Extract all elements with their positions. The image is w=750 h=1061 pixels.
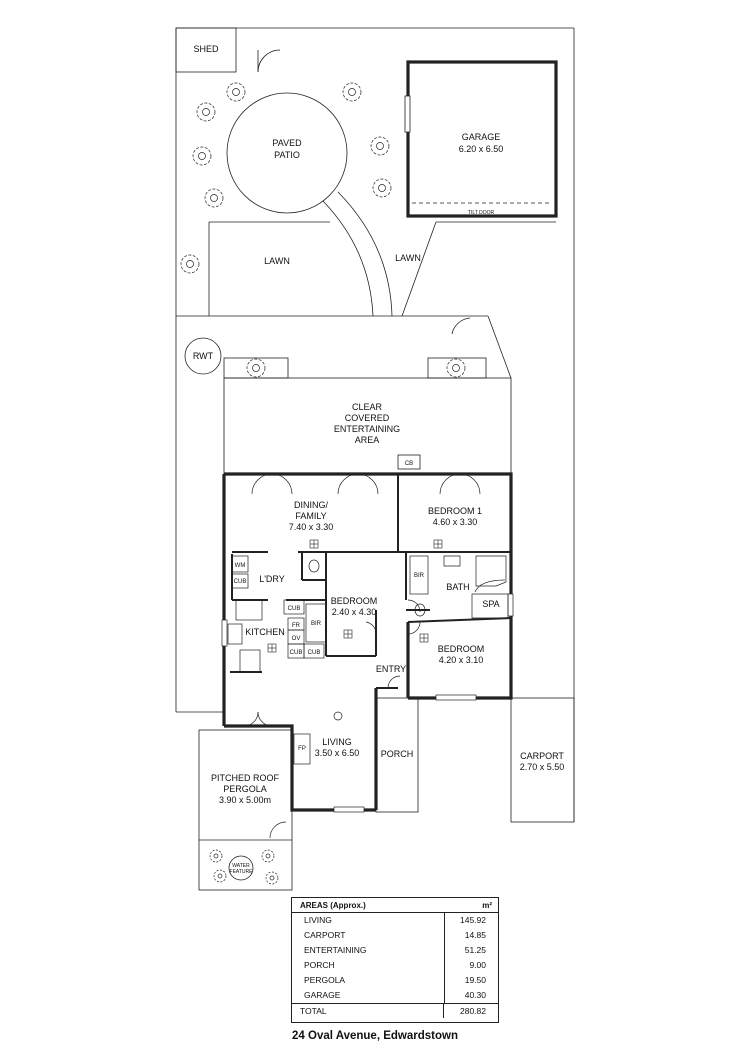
label-garage-size: 6.20 x 6.50 [459,144,504,154]
label-kitchen: KITCHEN [245,627,285,637]
label-bedroom1: BEDROOM 1 [428,506,482,516]
label-bedroom2: BEDROOM [438,644,485,654]
label-water-1: WATER [232,863,250,869]
label-bedroom1-size: 4.60 x 3.30 [433,517,478,527]
areas-row-value: 40.30 [464,990,486,1000]
label-entry: ENTRY [376,664,406,674]
areas-row-name: LIVING [304,915,332,925]
label-paved-1: PAVED [272,138,302,148]
label-lawn-right: LAWN [395,253,421,263]
areas-total-label: TOTAL [292,1004,444,1018]
label-tilt-door: TILT DOOR [468,210,495,216]
label-rwt: RWT [193,351,214,361]
label-laundry: L'DRY [259,574,285,584]
carport [510,697,575,823]
shrub-icons [180,82,466,885]
label-paved-2: PATIO [274,150,300,160]
label-porch: PORCH [381,749,414,759]
lawn-areas [208,221,556,317]
label-pergola-size: 3.90 x 5.00m [219,795,271,805]
label-fp: FP [298,746,306,752]
label-wm: WM [235,563,246,569]
label-entertaining-3: ENTERTAINING [334,424,400,434]
label-cb: CB [405,461,413,467]
areas-names-column: LIVING CARPORT ENTERTAINING PORCH PERGOL… [292,913,445,1003]
porch [375,697,419,813]
garage [404,60,558,218]
areas-row-value: 145.92 [460,915,486,925]
areas-rows: LIVING CARPORT ENTERTAINING PORCH PERGOL… [292,913,498,1003]
label-entertaining-2: COVERED [345,413,390,423]
areas-row-name: PERGOLA [304,975,346,985]
label-entertaining-1: CLEAR [352,402,383,412]
side-gate [451,317,471,335]
areas-row-value: 9.00 [469,960,486,970]
water-feature [228,855,254,881]
label-cub-laundry: CUB [234,579,247,585]
label-carport-size: 2.70 x 5.50 [520,762,565,772]
label-water-2: FEATURE [230,869,254,875]
label-pergola-1: PITCHED ROOF [211,773,280,783]
label-bath: BATH [446,582,469,592]
areas-row-name: PORCH [304,960,335,970]
label-ov: OV [292,636,301,642]
label-living: LIVING [322,737,352,747]
label-shed: SHED [193,44,219,54]
label-living-size: 3.50 x 6.50 [315,748,360,758]
label-cub-k3: CUB [308,650,321,656]
room-labels: SHED PAVED PATIO GARAGE 6.20 x 6.50 TILT… [193,44,565,875]
areas-table: AREAS (Approx.) m² LIVING CARPORT ENTERT… [291,897,499,1023]
areas-row-name: GARAGE [304,990,341,1000]
areas-total-value: 280.82 [460,1006,486,1016]
areas-row-value: 19.50 [464,975,486,985]
site-boundary [175,27,575,822]
doors [243,473,481,839]
label-lawn-left: LAWN [264,256,290,266]
areas-header: AREAS (Approx.) m² [292,898,498,913]
label-spa: SPA [482,599,499,609]
label-cub-k1: CUB [288,606,301,612]
address-caption: 24 Oval Avenue, Edwardstown [292,1030,458,1042]
pergola [198,729,293,891]
label-carport: CARPORT [520,751,564,761]
label-dining-size: 7.40 x 3.30 [289,522,334,532]
label-bedroom2-size: 4.20 x 3.10 [439,655,484,665]
fixtures [227,555,509,765]
areas-row-value: 51.25 [464,945,486,955]
areas-row-name: ENTERTAINING [304,945,367,955]
areas-row-name: CARPORT [304,930,346,940]
label-bir-mid: BIR [311,621,322,627]
areas-values-column: 145.92 14.85 51.25 9.00 19.50 40.30 [445,913,498,1003]
rainwater-tank [184,337,222,375]
label-garage: GARAGE [462,132,501,142]
paved-patio [226,92,393,317]
label-cub-k2: CUB [290,650,303,656]
label-dining-2: FAMILY [295,511,326,521]
shed [175,27,281,73]
label-pergola-2: PERGOLA [223,784,267,794]
areas-title: AREAS (Approx.) [300,901,366,910]
label-bedroom-mid-size: 2.40 x 4.30 [332,607,377,617]
label-bedroom-mid: BEDROOM [331,596,378,606]
areas-unit: m² [482,901,492,910]
label-entertaining-4: AREA [355,435,380,445]
label-dining-1: DINING/ [294,500,329,510]
areas-row-value: 14.85 [464,930,486,940]
label-bir-right: BIR [414,573,425,579]
label-fr: FR [292,623,301,629]
light-point-icons [267,539,443,653]
areas-total-row: TOTAL 280.82 [292,1003,498,1018]
